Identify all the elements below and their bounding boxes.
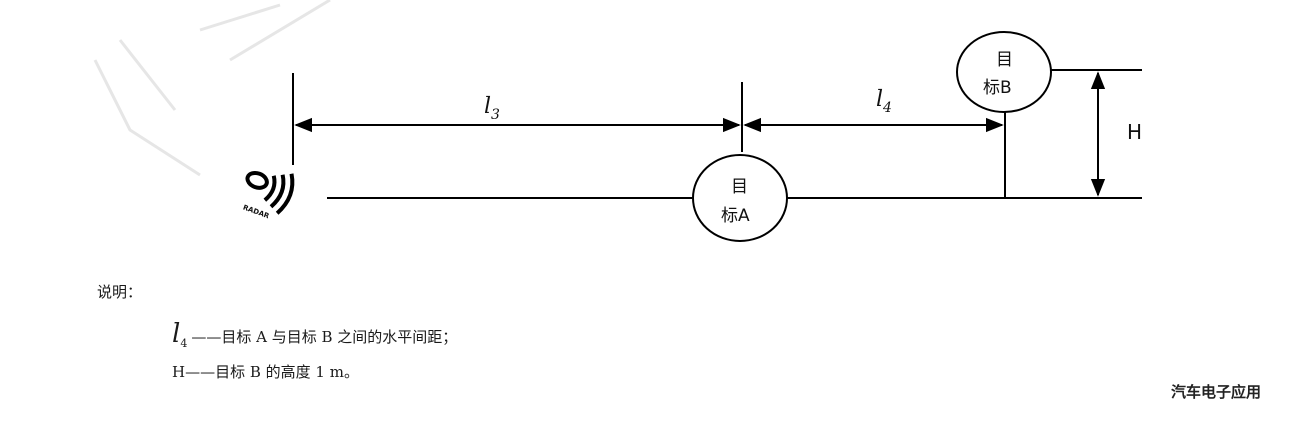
radar-icon: RADAR: [242, 170, 295, 221]
watermark: [93, 0, 331, 177]
radar-label: RADAR: [242, 203, 271, 220]
target-a-label-line2: 标A: [721, 206, 750, 226]
note-h: H——目标 B 的高度 1 m。: [172, 363, 359, 381]
target-b-label-line1: 目: [996, 50, 1013, 70]
note-l4-subscript: 4: [180, 337, 188, 350]
target-b-label-line2: 标B: [983, 78, 1012, 98]
radar-test-diagram: RADAR 目 标A 目 标B l3 l4 H: [93, 0, 1142, 242]
brand-watermark: 汽车电子应用: [1170, 383, 1261, 401]
note-l4-text: ——目标 A 与目标 B 之间的水平间距；: [191, 328, 458, 346]
dimension-h-label: H: [1127, 120, 1142, 144]
dimension-l4-label: l4: [876, 87, 892, 116]
dimension-l3-label: l3: [484, 94, 500, 123]
note-l4-symbol: l: [172, 319, 181, 349]
notes-heading: 说明：: [97, 283, 143, 301]
note-l4: l4——目标 A 与目标 B 之间的水平间距；: [172, 319, 457, 350]
target-a-label-line1: 目: [731, 177, 748, 197]
target-a-circle: [692, 154, 788, 242]
target-b-circle: [956, 31, 1052, 113]
